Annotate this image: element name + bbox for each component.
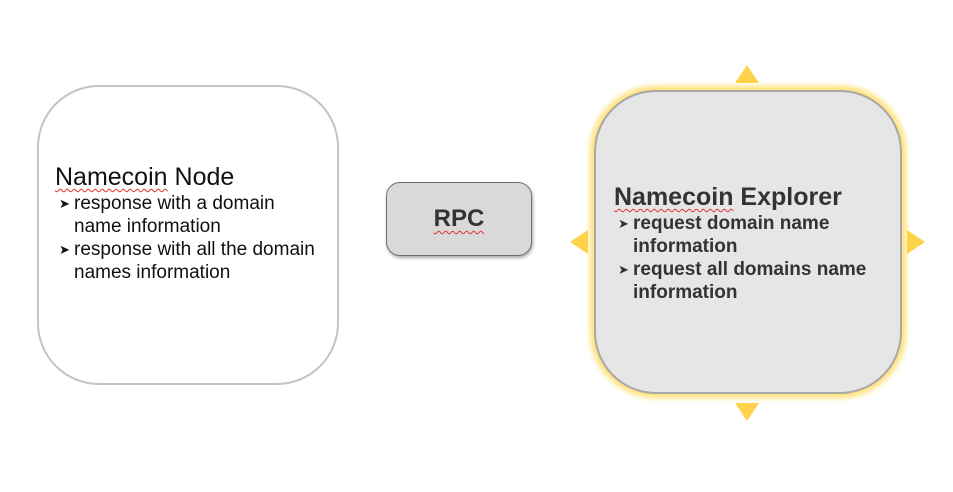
namecoin-node-box[interactable] bbox=[37, 85, 339, 385]
resize-handle-top-icon[interactable] bbox=[735, 65, 759, 83]
spellcheck-word: Namecoin bbox=[614, 183, 734, 211]
list-item: ➤response with all the domain names info… bbox=[59, 239, 315, 283]
namecoin-node-bullets: ➤response with a domain name information… bbox=[55, 192, 325, 284]
rpc-label: RPC bbox=[433, 205, 485, 232]
arrowhead-bullet-icon: ➤ bbox=[618, 262, 629, 277]
rpc-box[interactable]: RPC bbox=[386, 182, 532, 256]
namecoin-node-title: Namecoin Node bbox=[55, 163, 235, 191]
namecoin-explorer-title: Namecoin Explorer bbox=[614, 183, 842, 211]
namecoin-explorer-text: Namecoin Explorer ➤request domain name i… bbox=[614, 182, 892, 304]
resize-handle-right-icon[interactable] bbox=[907, 230, 925, 254]
arrowhead-bullet-icon: ➤ bbox=[59, 196, 70, 211]
resize-handle-bottom-icon[interactable] bbox=[735, 403, 759, 421]
spellcheck-word: Namecoin bbox=[55, 163, 168, 191]
arrowhead-bullet-icon: ➤ bbox=[59, 242, 70, 257]
namecoin-explorer-box[interactable] bbox=[594, 90, 902, 394]
namecoin-explorer-bullets: ➤request domain name information ➤reques… bbox=[614, 212, 892, 304]
arrowhead-bullet-icon: ➤ bbox=[618, 216, 629, 231]
namecoin-node-text: Namecoin Node ➤response with a domain na… bbox=[55, 162, 325, 284]
resize-handle-left-icon[interactable] bbox=[570, 230, 588, 254]
list-item: ➤request domain name information bbox=[618, 213, 830, 257]
list-item: ➤request all domains name information bbox=[618, 259, 867, 303]
list-item: ➤response with a domain name information bbox=[59, 193, 275, 237]
